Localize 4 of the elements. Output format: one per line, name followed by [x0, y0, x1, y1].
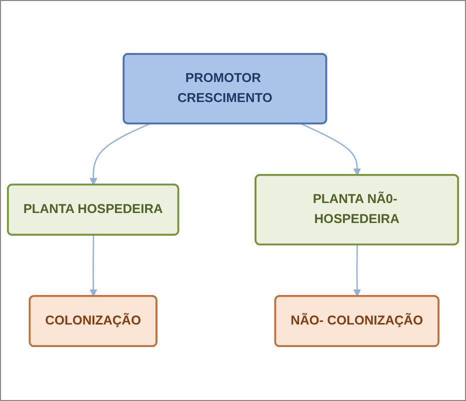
arrow	[90, 236, 98, 298]
arrow	[300, 124, 361, 176]
arrow	[353, 245, 361, 298]
arrow	[90, 124, 150, 186]
